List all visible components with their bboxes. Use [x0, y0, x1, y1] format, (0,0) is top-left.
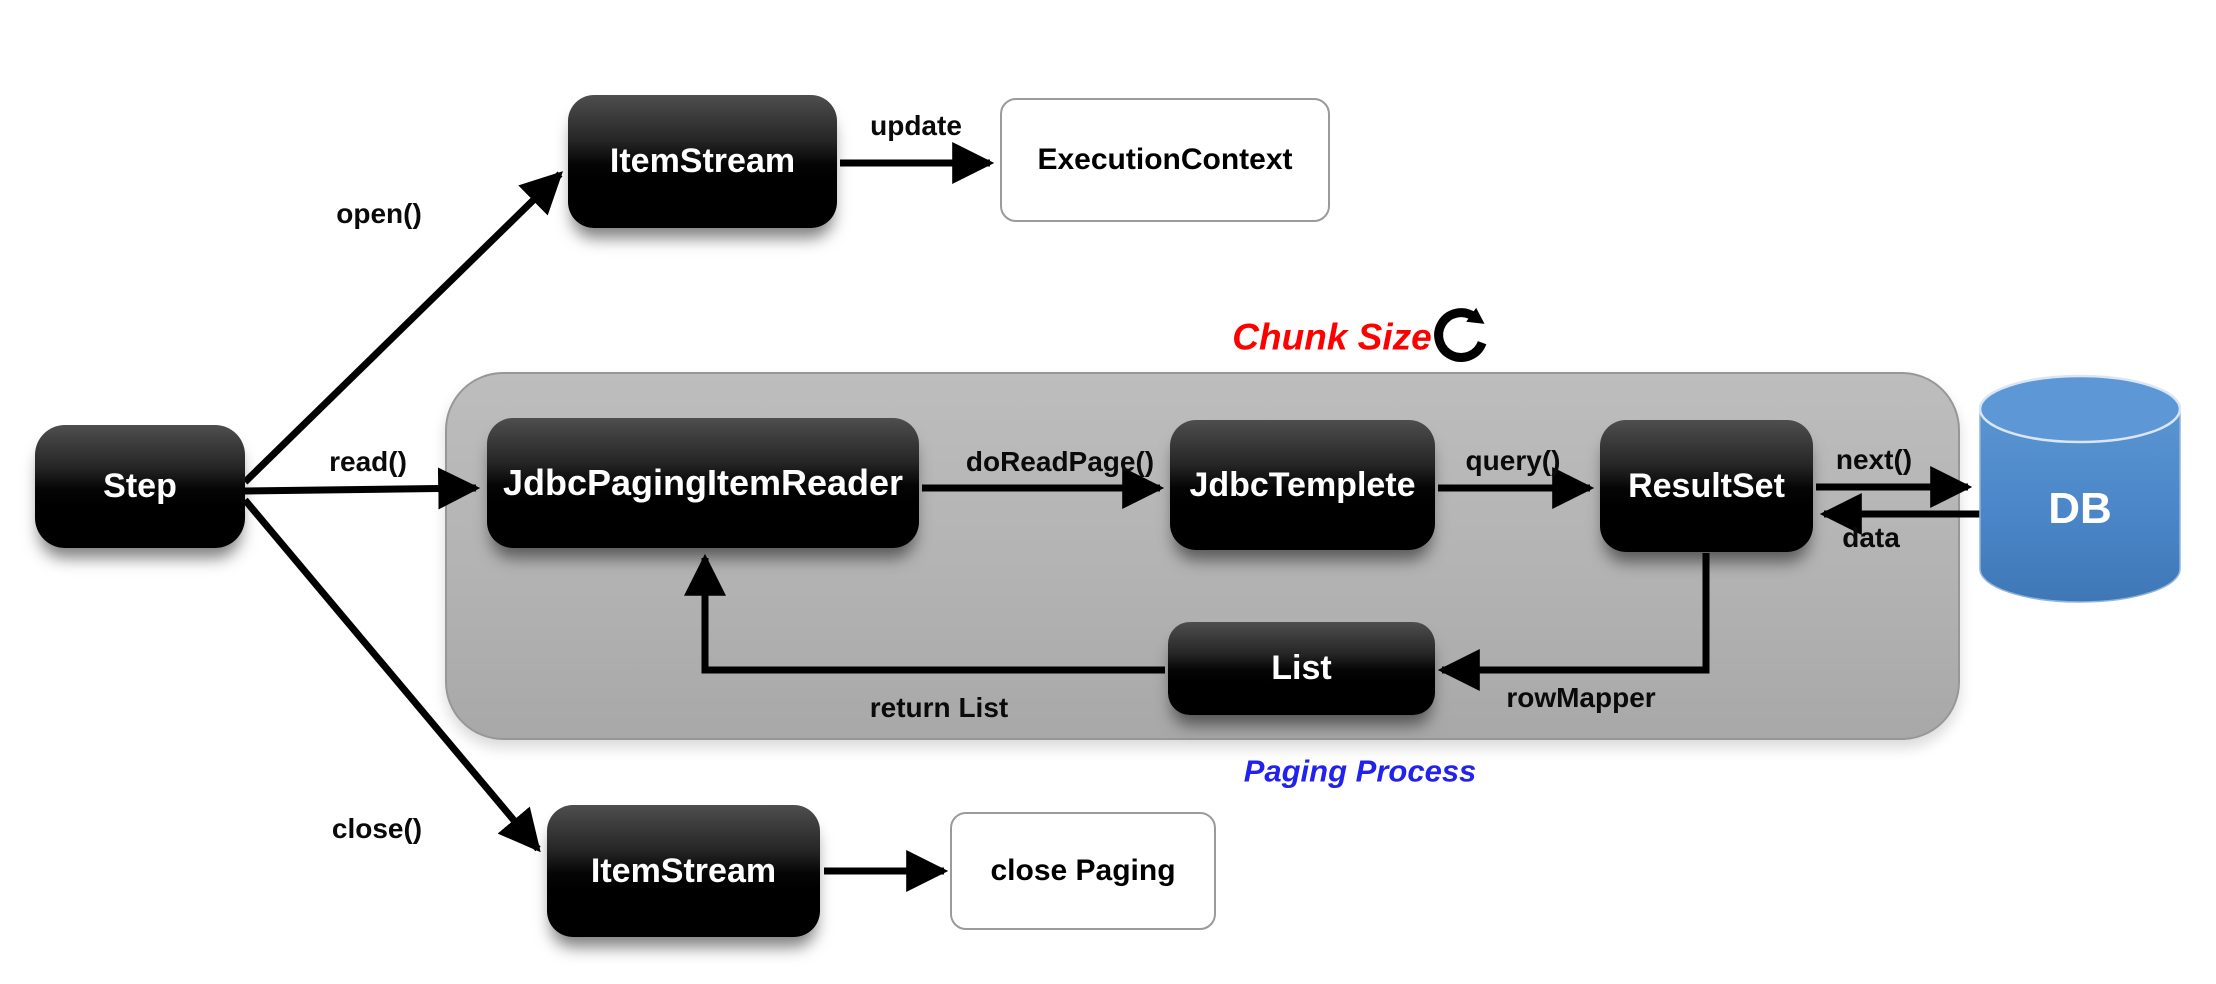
edge-label-returnlist: return List	[869, 692, 1009, 723]
node-closepaging-label: close Paging	[990, 854, 1176, 887]
node-jdbctemplete-label: JdbcTemplete	[1189, 465, 1416, 504]
paging-process-annotation: Paging Process	[1243, 753, 1477, 789]
arrow-read	[244, 467, 481, 510]
edge-label-read: read()	[329, 446, 407, 477]
node-itemstream-bottom-label: ItemStream	[590, 851, 777, 890]
edge-label-query: query()	[1465, 445, 1561, 476]
edge-label-close: close()	[331, 813, 423, 844]
node-step: Step	[35, 425, 245, 548]
node-jdbcpagingitemreader: JdbcPagingItemReader	[487, 418, 919, 548]
edge-label-rowmapper: rowMapper	[1506, 682, 1656, 713]
node-resultset: ResultSet	[1600, 420, 1813, 552]
node-list-label: List	[1271, 649, 1332, 687]
node-jdbcpagingitemreader-label: JdbcPagingItemReader	[502, 462, 904, 503]
node-jdbctemplete: JdbcTemplete	[1170, 420, 1435, 550]
edge-label-doreadpage: doReadPage()	[965, 446, 1155, 477]
edge-label-update: update	[870, 110, 962, 141]
edge-label-next: next()	[1835, 444, 1913, 475]
node-db: DB	[1978, 373, 2182, 605]
node-executioncontext-label: ExecutionContext	[1037, 143, 1293, 176]
node-list: List	[1168, 622, 1435, 715]
node-closepaging: close Paging	[950, 812, 1216, 930]
node-db-label: DB	[2048, 484, 2112, 533]
chunk-size-annotation: Chunk Size	[1232, 316, 1432, 358]
node-itemstream-bottom: ItemStream	[547, 805, 820, 937]
clockwise-refresh-icon	[1434, 307, 1487, 362]
node-itemstream-top: ItemStream	[568, 95, 837, 228]
node-itemstream-top-label: ItemStream	[609, 142, 796, 180]
node-step-label: Step	[103, 467, 177, 505]
edge-label-open: open()	[336, 198, 422, 229]
node-resultset-label: ResultSet	[1628, 466, 1785, 505]
edge-label-data: data	[1842, 522, 1900, 553]
node-executioncontext: ExecutionContext	[1000, 98, 1330, 222]
database-cylinder-icon: DB	[1978, 374, 2182, 603]
